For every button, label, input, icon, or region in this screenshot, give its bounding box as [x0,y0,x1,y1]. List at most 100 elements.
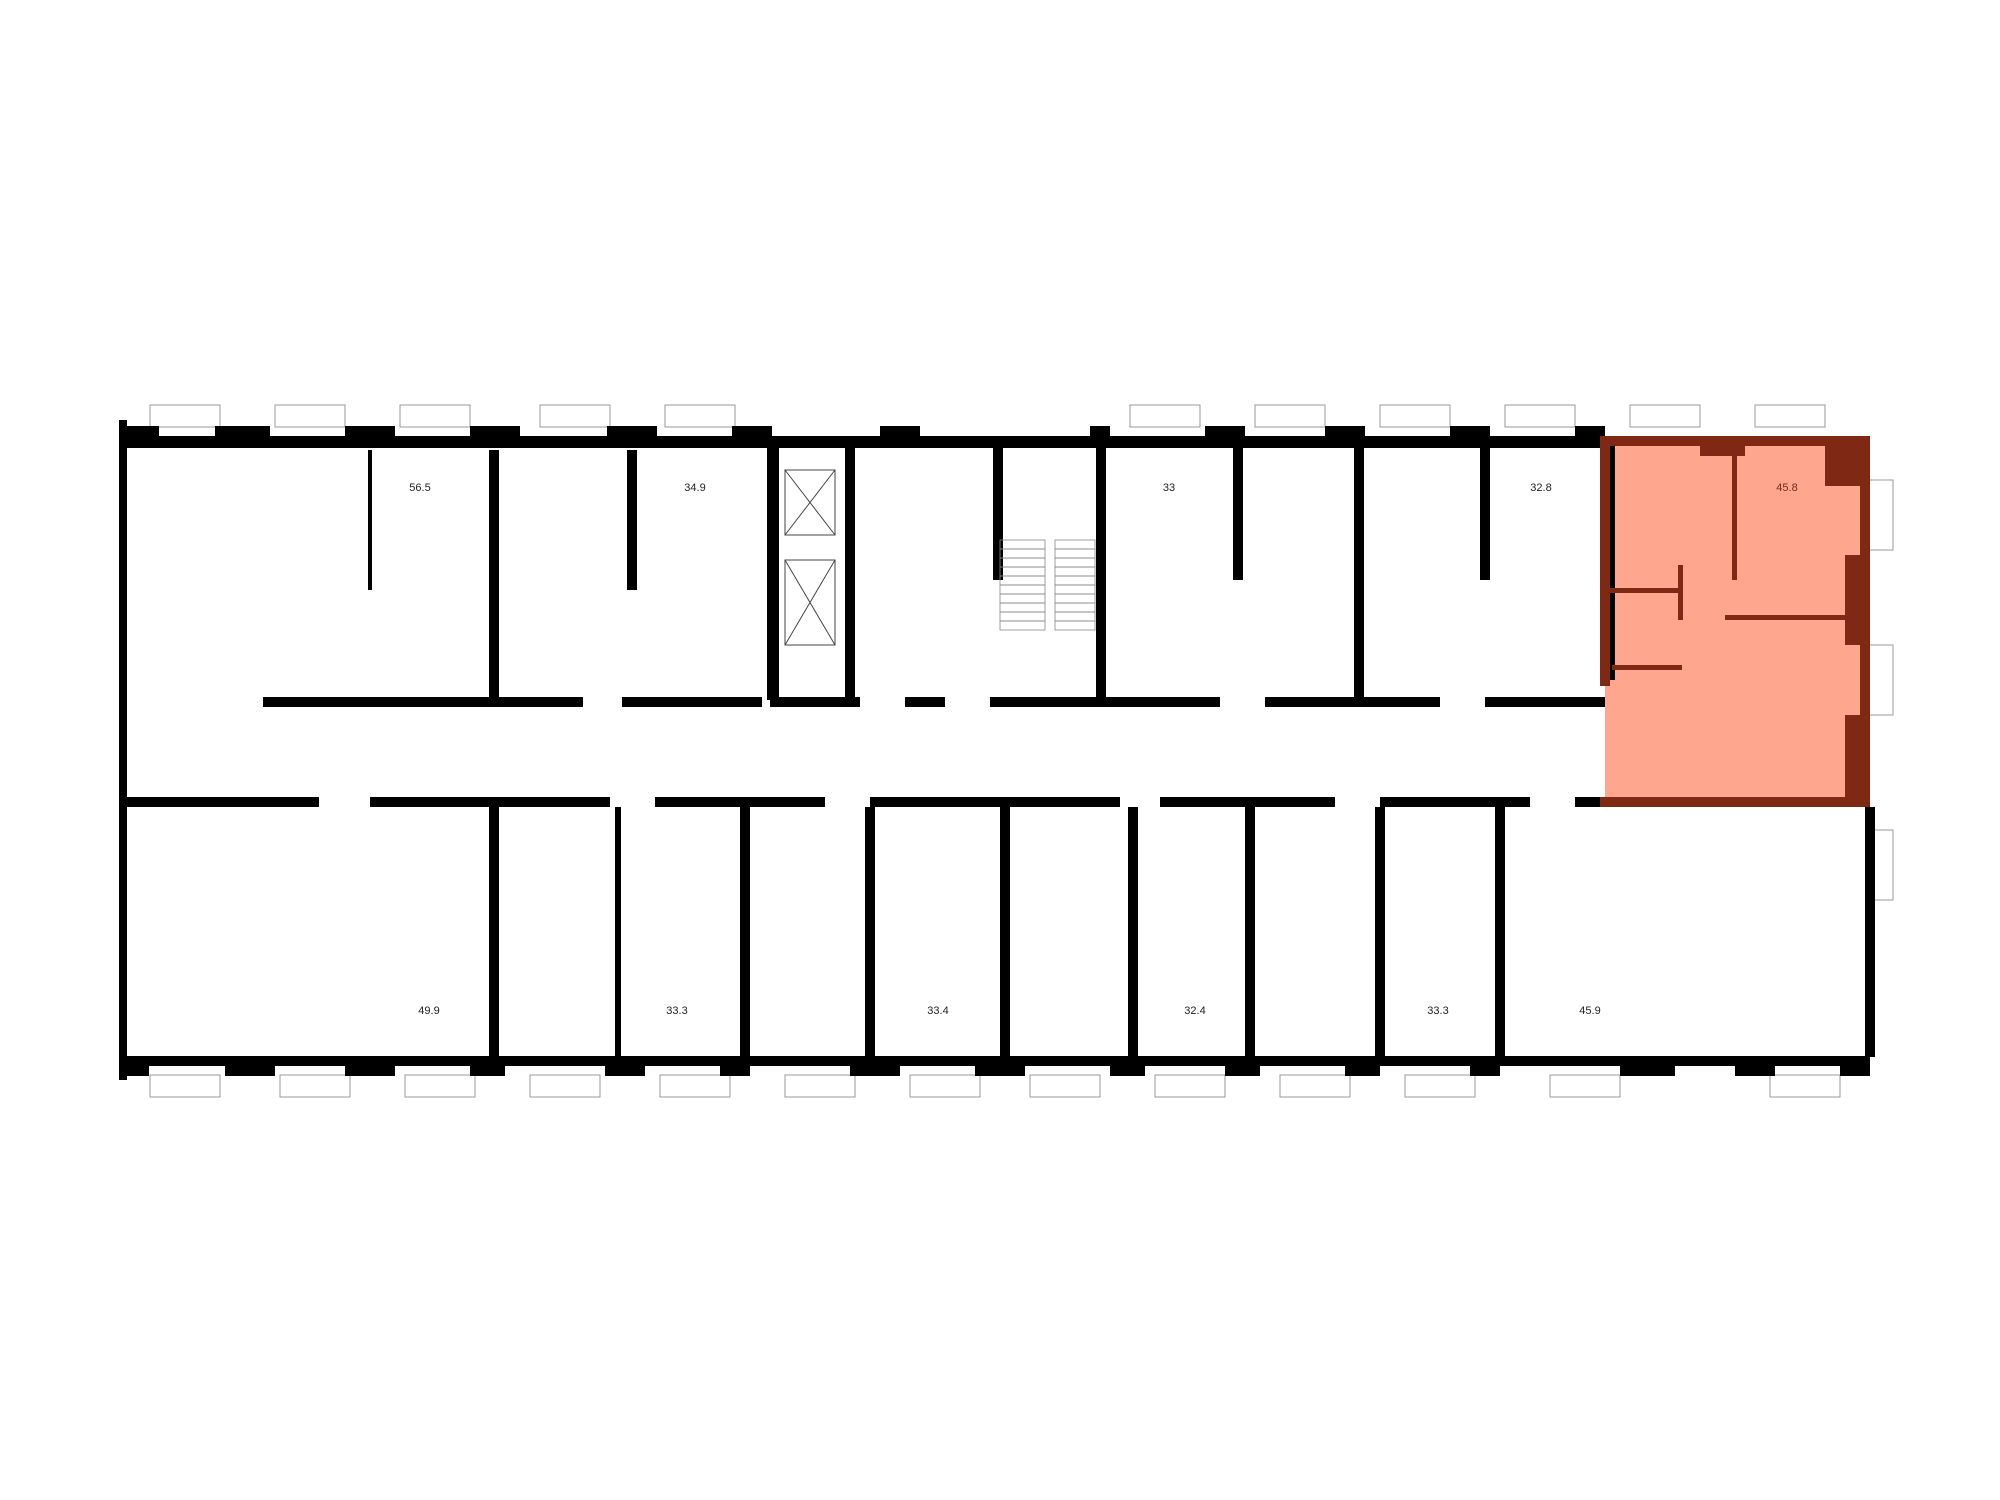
window [1504,404,1576,428]
window [909,1074,981,1098]
partition-wall [740,807,750,1057]
unit-area-label[interactable]: 33.4 [927,1005,948,1017]
window [1029,1074,1101,1098]
stair-step [999,620,1046,631]
unit-area-label[interactable]: 56.5 [409,482,430,494]
window [149,404,221,428]
partition-wall [615,807,621,1057]
wall-pier [119,426,159,448]
unit-area-label[interactable]: 32.4 [1184,1005,1205,1017]
stair-step [999,584,1046,595]
wall [1732,450,1737,580]
stair-step [1054,575,1096,586]
corridor-wall [770,697,860,707]
stair-step [999,611,1046,622]
wall-pier [732,426,772,448]
partition-wall [1245,807,1255,1057]
unit-area-label[interactable]: 33 [1163,482,1175,494]
partition-wall [993,440,1003,580]
wall [1600,436,1610,686]
wall-pier [1700,436,1745,456]
wall [1600,797,1870,807]
corridor-wall [263,697,583,707]
stair-step [999,557,1046,568]
unit-area-label[interactable]: 49.9 [418,1005,439,1017]
wall-pier [119,1056,149,1076]
window [1549,1074,1621,1098]
windows [149,404,1894,1098]
window [1254,404,1326,428]
corridor-wall [870,797,1120,807]
stair-step [1054,584,1096,595]
walls [119,420,1875,1080]
unit-area-label[interactable]: 32.8 [1530,482,1551,494]
wall-pier [1620,1056,1675,1076]
partition-wall [627,450,637,590]
window [274,404,346,428]
corridor-wall [905,697,945,707]
corridor-wall [990,697,1220,707]
partition-wall [1865,807,1875,1057]
corridor-wall [1380,797,1530,807]
partition-wall [767,440,779,700]
wall [1610,588,1680,593]
partition-wall [1096,440,1106,700]
exterior-wall [119,436,1605,448]
stair-step [1054,602,1096,613]
window [279,1074,351,1098]
wall-pier [1225,1056,1260,1076]
wall [1678,565,1683,620]
corridor-wall [1265,697,1440,707]
exterior-wall [119,420,127,1080]
window [784,1074,856,1098]
wall-pier [607,426,657,448]
elevator-stair-core [784,469,1096,646]
window [1279,1074,1351,1098]
stair-step [999,548,1046,559]
partition-wall [1354,440,1364,700]
window [404,1074,476,1098]
wall-pier [1345,1056,1380,1076]
partition-wall [865,807,875,1057]
stair-step [999,593,1046,604]
corridor-wall [622,697,762,707]
wall-pier [880,426,920,448]
wall-pier [1845,555,1865,645]
corridor-wall [370,797,610,807]
stair-step [999,575,1046,586]
stair-step [999,539,1046,550]
window [149,1074,221,1098]
partition-wall [1000,807,1010,1057]
window [664,404,736,428]
stairs [999,539,1096,631]
stair-step [1054,548,1096,559]
partition-wall [368,450,372,590]
stair-step [999,602,1046,613]
unit-area-label[interactable]: 33.3 [1427,1005,1448,1017]
window [1769,1074,1841,1098]
partition-wall [489,807,499,1057]
partition-wall [1128,807,1138,1057]
window [539,404,611,428]
wall-pier [1110,1056,1145,1076]
corridor-wall [1160,797,1335,807]
wall-pier [1735,1056,1775,1076]
wall-pier [975,1056,1025,1076]
stair-step [1054,557,1096,568]
wall-pier [225,1056,275,1076]
unit-area-label[interactable]: 34.9 [684,482,705,494]
window [1867,479,1894,551]
stair-step [999,566,1046,577]
selected-unit-area-label[interactable]: 45.8 [1776,482,1797,494]
window [529,1074,601,1098]
partition-wall [489,450,499,700]
stair-step [1054,620,1096,631]
wall-pier [1840,1056,1870,1076]
wall-pier [470,1056,505,1076]
wall [1725,615,1850,620]
partition-wall [1495,807,1505,1057]
stair-step [1054,593,1096,604]
unit-area-label[interactable]: 45.9 [1579,1005,1600,1017]
unit-area-label[interactable]: 33.3 [666,1005,687,1017]
